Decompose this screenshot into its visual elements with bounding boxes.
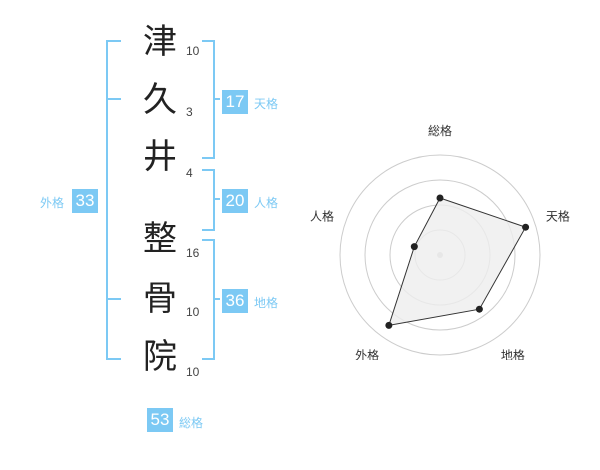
stroke-count-4: 16	[186, 246, 200, 260]
gaikaku-label: 外格	[40, 196, 65, 210]
name-char-3: 井	[143, 137, 177, 177]
name-char-6: 院	[143, 337, 177, 377]
stroke-count-2: 3	[186, 105, 193, 119]
tenkaku-bracket	[202, 40, 220, 159]
radar-point-2	[475, 305, 483, 313]
name-char-4: 整	[143, 219, 177, 259]
chikaku-label: 地格	[254, 296, 279, 310]
stroke-count-3: 4	[186, 166, 193, 180]
radar-axis-label-1: 天格	[546, 209, 570, 224]
radar-axis-label-0: 総格	[428, 123, 452, 138]
radar-points	[385, 194, 530, 329]
radar-axis-label-2: 地格	[501, 347, 525, 360]
radar-axis-label-3: 外格	[355, 347, 379, 360]
jinkaku-value: 20	[222, 189, 248, 213]
stroke-count-6: 10	[186, 365, 200, 379]
radar-ring-3	[364, 179, 516, 331]
radar-ring-4	[339, 154, 541, 356]
chikaku-value: 36	[222, 289, 248, 313]
radar-polygon	[388, 197, 527, 327]
jinkaku-label: 人格	[254, 196, 279, 210]
radar-axis-label-4: 人格	[310, 209, 334, 224]
gaikaku-bracket	[106, 40, 121, 360]
chikaku-bracket	[202, 239, 220, 360]
radar-point-0	[436, 194, 444, 202]
tenkaku-value: 17	[222, 90, 248, 114]
soukaku-label: 総格	[179, 416, 204, 430]
radar-point-1	[522, 223, 530, 231]
radar-point-4	[410, 243, 418, 251]
jinkaku-bracket	[202, 169, 220, 231]
name-char-2: 久	[143, 80, 177, 120]
tenkaku-label: 天格	[254, 97, 279, 111]
stroke-count-5: 10	[186, 305, 200, 319]
name-char-5: 骨	[143, 279, 177, 319]
name-char-1: 津	[143, 22, 177, 62]
stroke-count-1: 10	[186, 44, 200, 58]
soukaku-value: 53	[147, 408, 173, 432]
gaikaku-value: 33	[72, 189, 98, 213]
radar-point-3	[385, 321, 393, 329]
